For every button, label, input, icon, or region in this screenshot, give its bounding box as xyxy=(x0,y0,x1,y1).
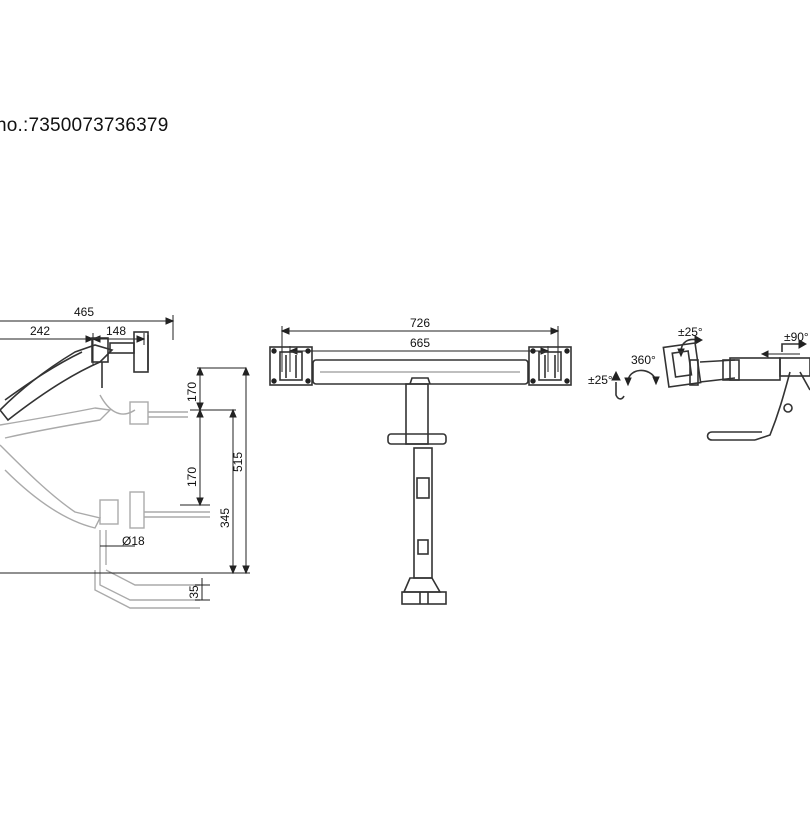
vesa-plate-left xyxy=(269,346,313,386)
dim-base-thickness: 35 xyxy=(187,585,201,599)
label-rotation: 360° xyxy=(631,353,656,367)
label-tilt-side: ±25° xyxy=(588,373,613,387)
label-swivel: ±90° xyxy=(784,330,809,344)
side-view: 465 242 148 xyxy=(0,305,250,609)
dim-head-offset: 148 xyxy=(106,324,126,338)
dim-pole-diameter: Ø18 xyxy=(122,534,145,548)
rotation-arrow-icon xyxy=(627,369,657,383)
dim-arm-segment: 242 xyxy=(30,324,50,338)
dim-total-reach: 465 xyxy=(74,305,94,319)
dim-pole-height: 345 xyxy=(218,508,232,528)
dim-total-height: 515 xyxy=(231,452,245,472)
dim-upper-step: 170 xyxy=(185,382,199,402)
swivel-arrow-icon xyxy=(781,343,800,352)
rotation-view: ±25° 360° ±25° ±90° xyxy=(588,325,810,441)
label-tilt-up: ±25° xyxy=(678,325,703,339)
product-code: no.:7350073736379 xyxy=(0,115,169,136)
dim-bar-width: 726 xyxy=(410,316,430,330)
vesa-plate-right xyxy=(528,346,572,386)
dim-vesa-spacing: 665 xyxy=(410,336,430,350)
dim-lower-step: 170 xyxy=(185,467,199,487)
tilt-side-arrow-icon xyxy=(615,382,625,400)
front-view: 726 665 xyxy=(269,316,572,605)
